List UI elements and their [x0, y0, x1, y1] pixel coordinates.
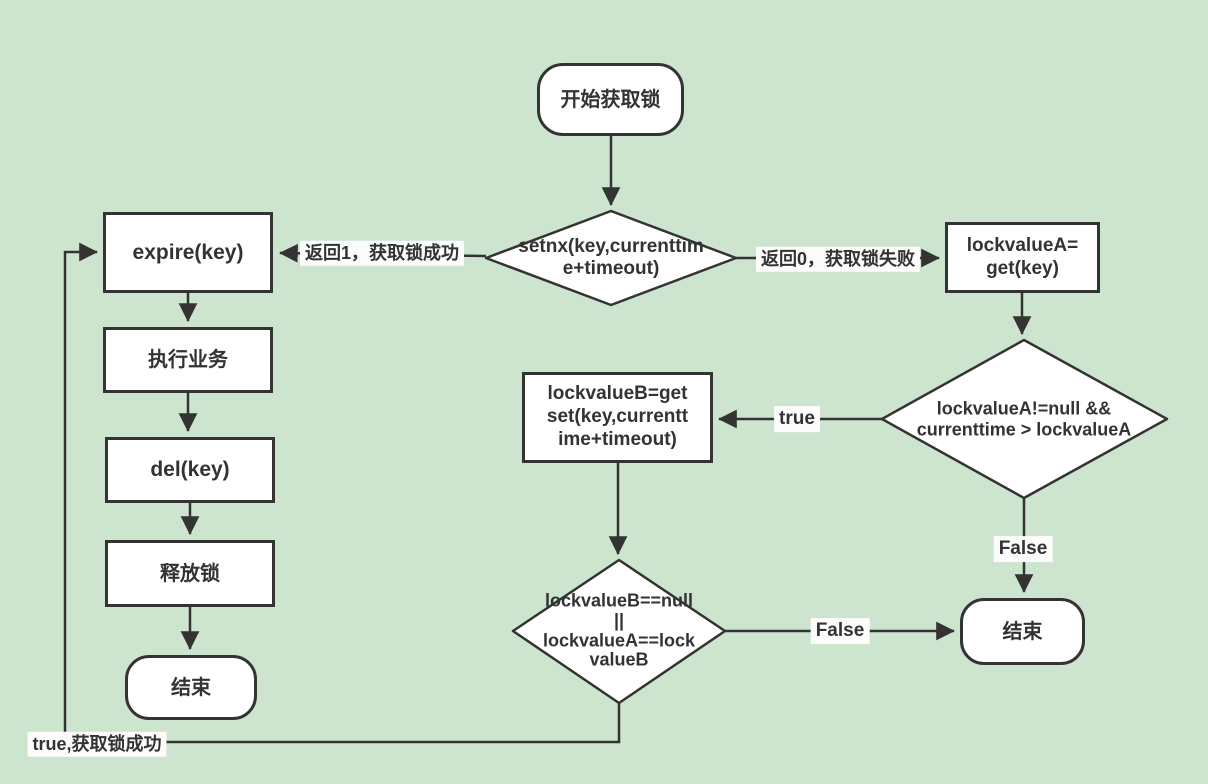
edge-label-return0-fail: 返回0，获取锁失败	[755, 246, 921, 272]
setnx-decision-label: setnx(key,currenttim e+timeout)	[518, 236, 704, 279]
del-key-node: del(key)	[105, 437, 275, 503]
release-lock-node: 释放锁	[105, 540, 275, 607]
check-lockvalue-a-label: lockvalueA!=null && currenttime > lockva…	[916, 398, 1132, 439]
expire-node: expire(key)	[103, 212, 273, 293]
check-lockvalue-b-diamond	[511, 558, 727, 705]
edge-label-false-horizontal: False	[810, 618, 870, 644]
check-lockvalue-a-diamond	[880, 338, 1169, 500]
do-business-node: 执行业务	[103, 327, 273, 393]
edge-label-true-loop: true,获取锁成功	[27, 731, 167, 757]
edge-label-return1-success: 返回1，获取锁成功	[299, 240, 465, 266]
setnx-decision-diamond	[484, 209, 738, 307]
getset-node: lockvalueB=get set(key,currentt ime+time…	[522, 372, 713, 463]
edge-label-false-vertical: False	[993, 536, 1053, 562]
end-node-left: 结束	[125, 655, 257, 720]
edge-label-true: true	[774, 406, 820, 432]
end-node-right: 结束	[960, 598, 1085, 665]
start-node: 开始获取锁	[537, 63, 684, 136]
check-lockvalue-b-label: lockvalueB==null || lockvalueA==lock val…	[542, 590, 696, 670]
get-key-node: lockvalueA= get(key)	[945, 222, 1100, 293]
